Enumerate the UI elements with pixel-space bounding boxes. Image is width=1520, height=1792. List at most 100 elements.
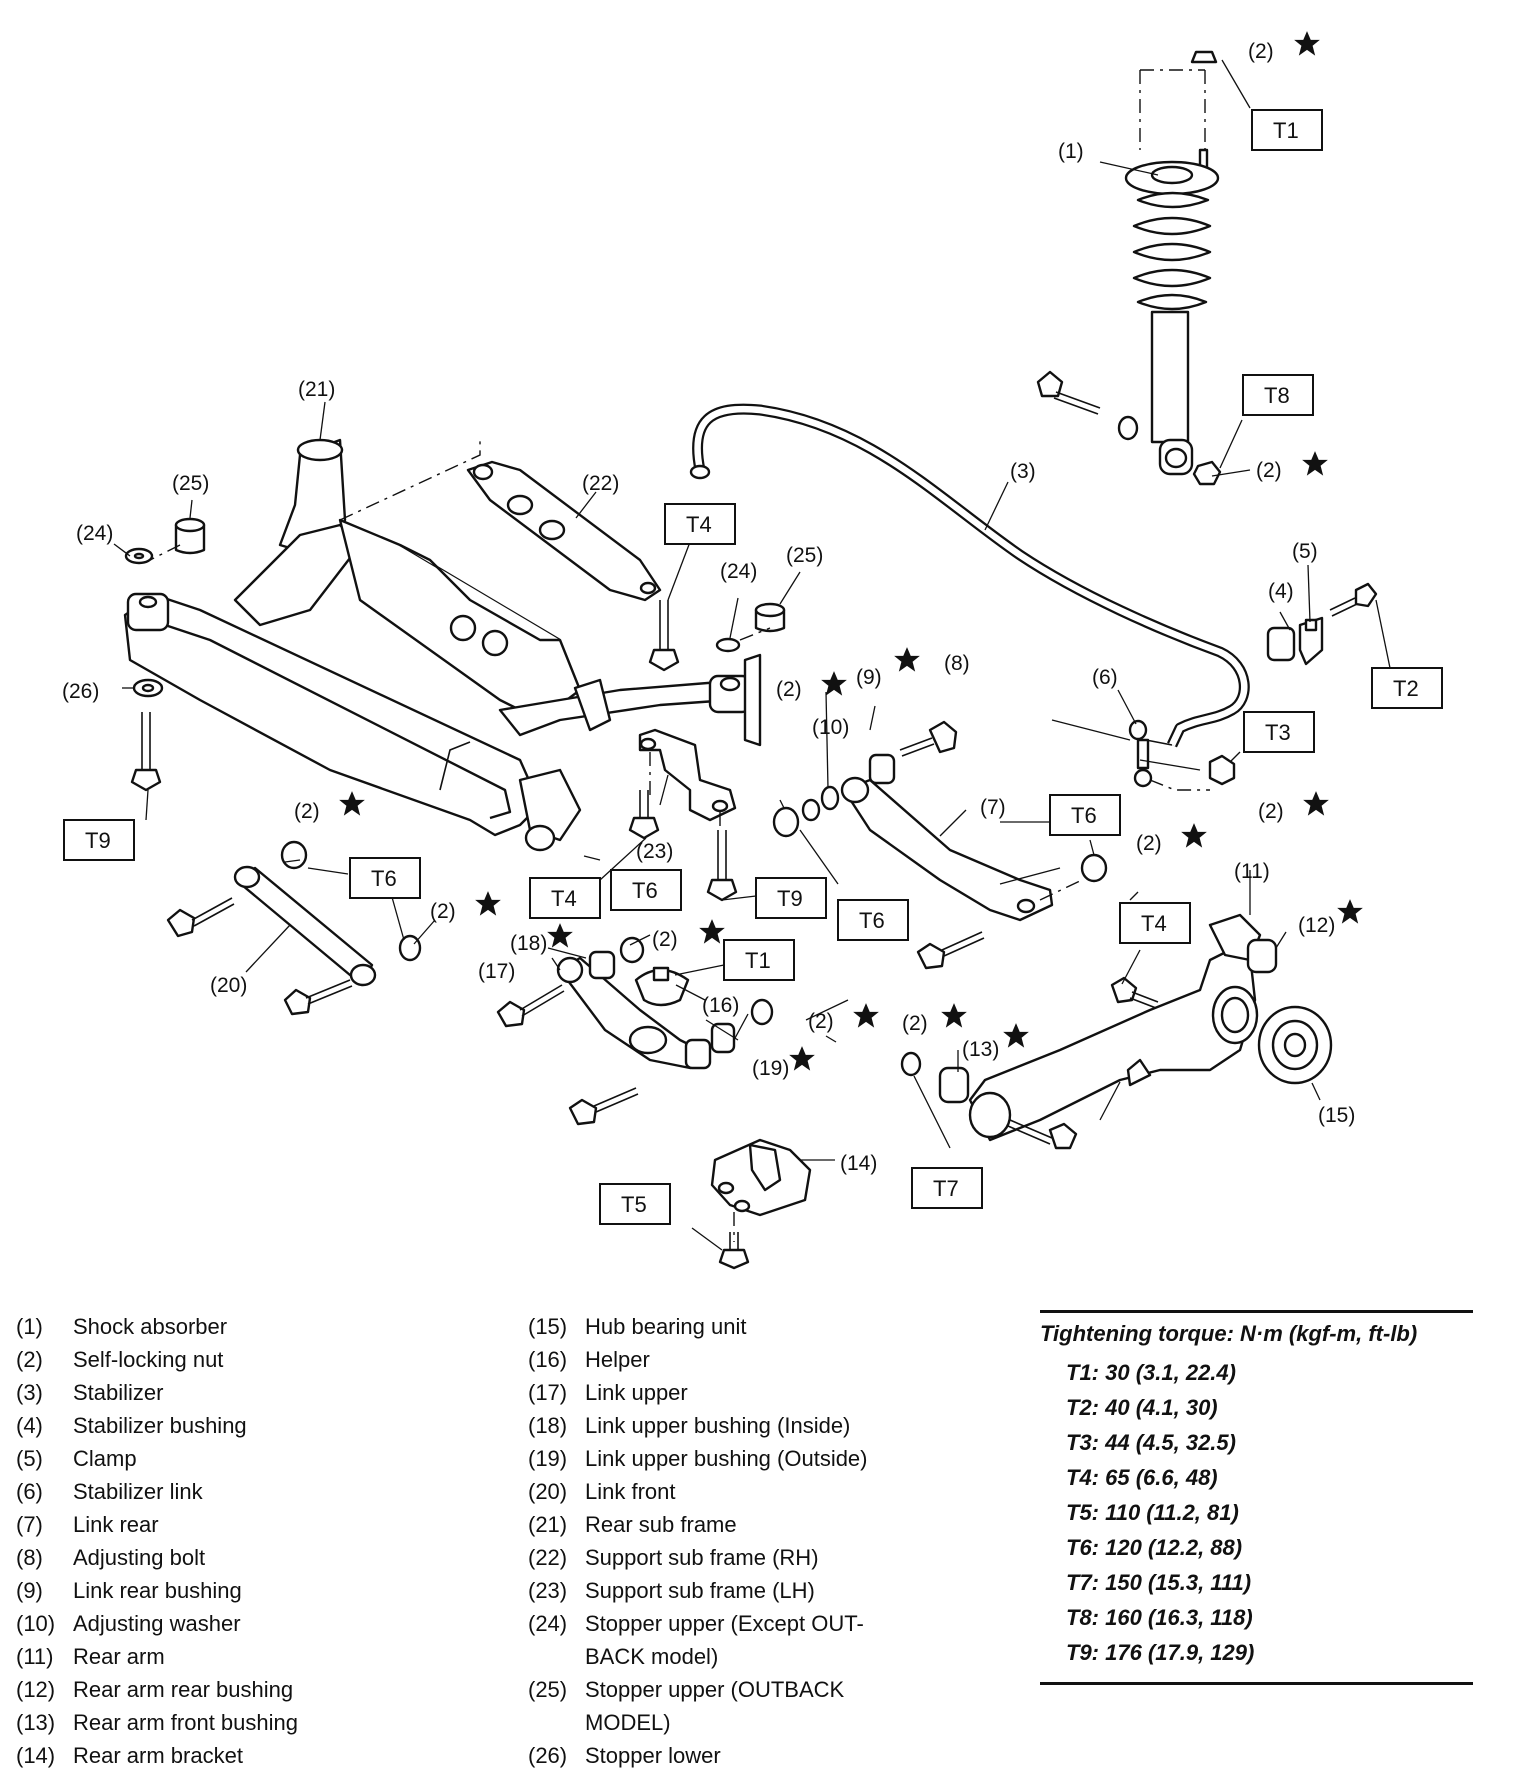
callout-22: (22) [582,472,619,495]
legend-item-label: Helper [585,1347,650,1372]
legend-item: (14)Rear arm bracket [16,1739,486,1772]
legend-item: (13)Rear arm front bushing [16,1706,486,1739]
legend-item-label: Hub bearing unit [585,1314,747,1339]
callout-6: (6) [1092,666,1118,689]
callout-3: (3) [1010,460,1036,483]
legend-item-number: (16) [528,1347,568,1372]
callout-2: (2) [1248,40,1274,63]
torque-value-row: T6: 120 (12.2, 88) [1066,1535,1243,1560]
callout-24: (24) [76,522,113,545]
legend-item: (7)Link rear [16,1508,486,1541]
legend-item: (9)Link rear bushing [16,1574,486,1607]
torque-box-t7: T7 [933,1176,959,1201]
rear-suspension-exploded-diagram: (1) (2) (2) (2) (2) (2) (2) (2) (2) (2) … [62,31,1443,1270]
legend-item-label: Link rear [73,1512,159,1537]
callout-2: (2) [652,928,678,951]
tightening-torque-table: Tightening torque: N·m (kgf-m, ft-lb) T1… [1040,1310,1473,1685]
torque-box-t4: T4 [686,512,712,537]
callout-25: (25) [786,544,823,567]
callout-19: (19) [752,1057,789,1080]
callout-10: (10) [812,716,849,739]
legend-item-label: Link upper [585,1380,688,1405]
star-icon [1181,823,1207,848]
callout-26: (26) [62,680,99,703]
torque-value-row: T4: 65 (6.6, 48) [1066,1465,1218,1490]
legend-item-label: Stopper lower [585,1743,721,1768]
callout-16: (16) [702,994,739,1017]
legend-item-number: (4) [16,1413,43,1438]
torque-box-t6: T6 [371,866,397,891]
star-icon [853,1003,879,1028]
parts-legend: (1)Shock absorber(2)Self-locking nut(3)S… [0,1310,1520,1780]
torque-values-list: T1: 30 (3.1, 22.4) T2: 40 (4.1, 30) T3: 44… [1040,1355,1473,1670]
callout-2: (2) [1136,832,1162,855]
star-icon [941,1003,967,1028]
legend-item-number: (3) [16,1380,43,1405]
torque-box-t9: T9 [777,886,803,911]
legend-item-number: (14) [16,1743,56,1768]
legend-item: (8)Adjusting bolt [16,1541,486,1574]
torque-box-t5: T5 [621,1192,647,1217]
legend-item-number: (15) [528,1314,568,1339]
legend-item-label: Link front [585,1479,676,1504]
torque-box-t3: T3 [1265,720,1291,745]
legend-item-number: (25) [528,1677,568,1702]
callout-2: (2) [808,1010,834,1033]
callout-7: (7) [980,796,1006,819]
support-sub-frame-drawing [466,460,737,830]
legend-item: (17)Link upper [528,1376,968,1409]
legend-item-number: (1) [16,1314,43,1339]
legend-item: (22)Support sub frame (RH) [528,1541,968,1574]
legend-item: (1) Shock absorber [16,1310,486,1343]
star-icon [547,923,573,948]
torque-box-t8: T8 [1264,383,1290,408]
legend-item-number: (8) [16,1545,43,1570]
legend-item: (3)Stabilizer [16,1376,486,1409]
legend-item-label: Link upper bushing (Outside) [585,1446,868,1471]
legend-item-label: Stabilizer link [73,1479,203,1504]
star-icon [339,791,365,816]
callout-4: (4) [1268,580,1294,603]
star-icon [699,919,725,944]
torque-box-t6: T6 [1071,803,1097,828]
legend-item-number: (2) [16,1347,43,1372]
star-icon [1337,899,1363,924]
torque-box-t1: T1 [745,948,771,973]
torque-value-row: T3: 44 (4.5, 32.5) [1066,1430,1236,1455]
callout-20: (20) [210,974,247,997]
callout-2: (2) [1256,459,1282,482]
legend-item: (2)Self-locking nut [16,1343,486,1376]
star-icon [475,891,501,916]
torque-value-row: T1: 30 (3.1, 22.4) [1066,1360,1236,1385]
torque-box-t6: T6 [632,878,658,903]
legend-item-number: (24) [528,1611,568,1636]
legend-item: (18)Link upper bushing (Inside) [528,1409,968,1442]
torque-box-t4: T4 [551,886,577,911]
legend-item-number: (26) [528,1743,568,1768]
torque-value-row: T2: 40 (4.1, 30) [1066,1395,1218,1420]
leader-lines [113,59,1391,1251]
callout-11: (11) [1234,860,1270,883]
legend-item-label: Clamp [73,1446,137,1471]
legend-item-label: Link rear bushing [73,1578,242,1603]
legend-item-label: Stabilizer bushing [73,1413,247,1438]
legend-item-label: Support sub frame (LH) [585,1578,815,1603]
torque-value-row: T8: 160 (16.3, 118) [1066,1605,1253,1630]
star-icon [894,647,920,672]
legend-column-1: (1)Shock absorber(2)Self-locking nut(3)S… [16,1310,486,1772]
callout-2: (2) [1258,800,1284,823]
callout-2: (2) [294,800,320,823]
torque-value-row: T7: 150 (15.3, 111) [1066,1570,1252,1595]
legend-item-number: (21) [528,1512,568,1537]
legend-item-label: Shock absorber [73,1314,228,1339]
torque-table-header: Tightening torque: N·m (kgf-m, ft-lb) [1040,1321,1418,1346]
torque-box-t9: T9 [85,828,111,853]
legend-item-label: Rear sub frame [585,1512,737,1537]
callout-5: (5) [1292,540,1318,563]
rear-arm-bracket-drawing [710,1138,812,1270]
callout-2: (2) [902,1012,928,1035]
legend-item-label: Rear arm [73,1644,165,1669]
torque-value-row: T9: 176 (17.9, 129) [1066,1640,1255,1665]
legend-item: (11)Rear arm [16,1640,486,1673]
legend-item-label: Adjusting washer [73,1611,241,1636]
